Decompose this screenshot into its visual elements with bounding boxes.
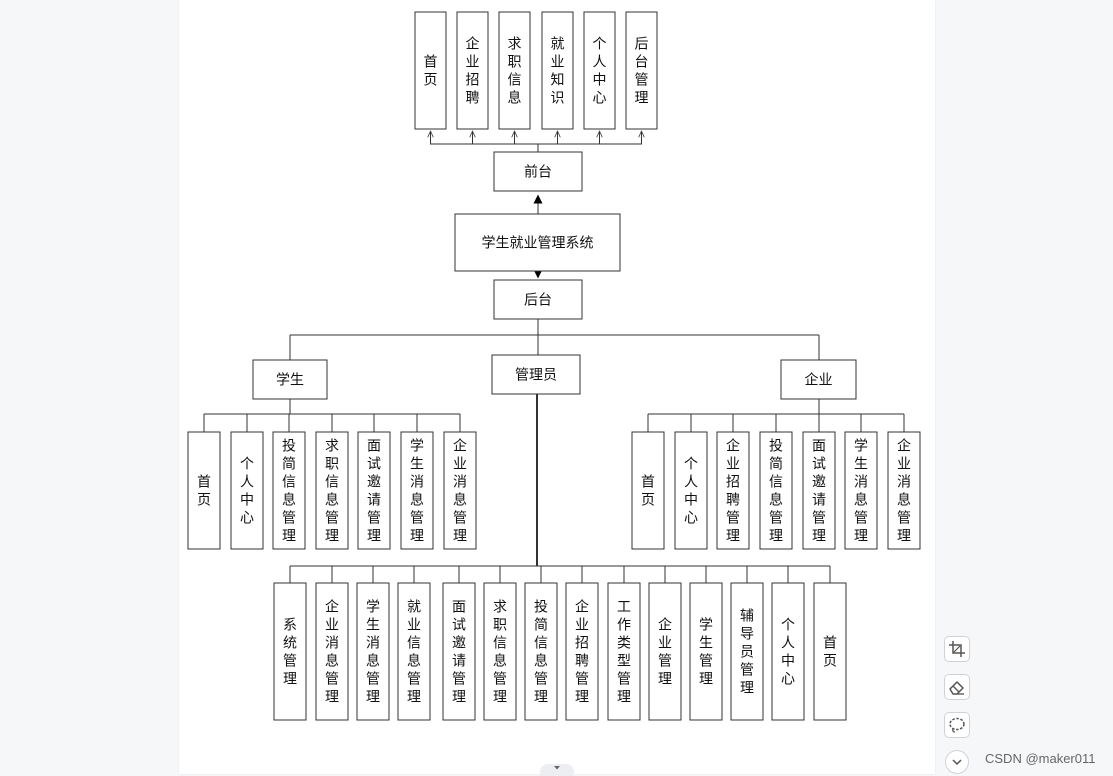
frontend-item: 后台管理 bbox=[625, 11, 658, 130]
crop-icon bbox=[949, 641, 965, 657]
frontend-node: 前台 bbox=[493, 151, 583, 192]
admin-function-item-label: 求职信息管理 bbox=[493, 600, 507, 706]
company-function-item: 投简信息管理 bbox=[759, 431, 793, 550]
frontend-item-label: 求职信息 bbox=[508, 37, 522, 107]
company-function-item-label: 首页 bbox=[641, 475, 655, 509]
admin-function-item-label: 企业招聘管理 bbox=[575, 599, 589, 706]
frontend-item: 求职信息 bbox=[498, 11, 531, 130]
caret-down-icon bbox=[554, 766, 560, 770]
company-function-item: 个人中心 bbox=[674, 431, 708, 550]
student-function-item: 企业消息管理 bbox=[443, 431, 477, 550]
frontend-item: 企业招聘 bbox=[456, 11, 489, 130]
student-function-item: 个人中心 bbox=[230, 431, 264, 550]
admin-function-item-label: 面试邀请管理 bbox=[452, 600, 466, 706]
frontend-item-label: 就业知识 bbox=[551, 37, 565, 107]
company-role-node: 企业 bbox=[780, 359, 857, 400]
frontend-item: 个人中心 bbox=[583, 11, 616, 130]
admin-function-item-label: 系统管理 bbox=[283, 618, 297, 688]
company-function-item-label: 个人中心 bbox=[684, 457, 698, 527]
student-function-item-label: 学生消息管理 bbox=[410, 439, 424, 545]
admin-function-item: 首页 bbox=[813, 582, 847, 721]
lasso-icon bbox=[949, 717, 965, 733]
admin-function-item-label: 学生消息管理 bbox=[366, 600, 380, 706]
crop-tool-button[interactable] bbox=[944, 636, 970, 662]
admin-function-item: 投简信息管理 bbox=[524, 582, 558, 721]
student-function-item: 求职信息管理 bbox=[315, 431, 349, 550]
admin-function-item: 求职信息管理 bbox=[483, 582, 517, 721]
admin-function-item: 个人中心 bbox=[771, 582, 805, 721]
company-function-item: 企业招聘管理 bbox=[716, 431, 750, 550]
connector-lines bbox=[203, 131, 905, 583]
admin-function-item: 辅导员管理 bbox=[730, 582, 764, 721]
watermark-text: CSDN @maker011 bbox=[985, 751, 1096, 766]
backend-node-label: 后台 bbox=[524, 293, 552, 309]
frontend-item-label: 首页 bbox=[424, 55, 438, 89]
admin-function-item-label: 个人中心 bbox=[781, 618, 795, 688]
frontend-item-label: 后台管理 bbox=[635, 37, 649, 107]
student-function-item: 面试邀请管理 bbox=[357, 431, 391, 550]
frontend-item-label: 企业招聘 bbox=[466, 36, 480, 107]
admin-function-item-label: 辅导员管理 bbox=[740, 609, 754, 697]
admin-function-item: 企业消息管理 bbox=[315, 582, 349, 721]
student-function-item: 投简信息管理 bbox=[272, 431, 306, 550]
admin-function-item-label: 首页 bbox=[823, 636, 837, 670]
company-function-item: 面试邀请管理 bbox=[802, 431, 836, 550]
student-function-item-label: 投简信息管理 bbox=[282, 439, 296, 545]
root-node-label: 学生就业管理系统 bbox=[482, 236, 594, 252]
admin-role-node-label: 管理员 bbox=[515, 368, 557, 384]
admin-function-item: 学生管理 bbox=[689, 582, 723, 721]
student-role-node-label: 学生 bbox=[276, 373, 304, 389]
admin-function-item-label: 工作类型管理 bbox=[617, 600, 631, 706]
student-function-item-label: 求职信息管理 bbox=[325, 439, 339, 545]
scroll-down-button[interactable] bbox=[945, 750, 969, 774]
diagram-nodes: 学生就业管理系统前台后台首页企业招聘求职信息就业知识个人中心后台管理学生管理员企… bbox=[187, 11, 921, 721]
admin-function-item-label: 就业信息管理 bbox=[407, 600, 421, 706]
student-function-item-label: 个人中心 bbox=[240, 457, 254, 527]
admin-function-item: 系统管理 bbox=[273, 582, 307, 721]
admin-function-item: 企业管理 bbox=[648, 582, 682, 721]
frontend-item: 就业知识 bbox=[541, 11, 574, 130]
backend-node: 后台 bbox=[493, 279, 583, 320]
admin-function-item-label: 投简信息管理 bbox=[534, 600, 548, 706]
eraser-tool-button[interactable] bbox=[944, 674, 970, 700]
frontend-node-label: 前台 bbox=[524, 164, 552, 181]
company-function-item-label: 投简信息管理 bbox=[769, 439, 783, 545]
student-function-item-label: 首页 bbox=[197, 475, 211, 509]
company-function-item: 企业消息管理 bbox=[887, 431, 921, 550]
admin-function-item-label: 学生管理 bbox=[699, 618, 713, 688]
company-function-item-label: 面试邀请管理 bbox=[812, 439, 826, 545]
company-function-item-label: 企业消息管理 bbox=[897, 438, 911, 545]
company-role-node-label: 企业 bbox=[805, 372, 833, 389]
admin-function-item: 企业招聘管理 bbox=[565, 582, 599, 721]
student-function-item-label: 面试邀请管理 bbox=[367, 439, 381, 545]
page-expand-tab[interactable] bbox=[540, 764, 574, 776]
admin-function-item: 就业信息管理 bbox=[397, 582, 431, 721]
admin-role-node: 管理员 bbox=[491, 354, 581, 395]
student-function-item: 学生消息管理 bbox=[400, 431, 434, 550]
root-node: 学生就业管理系统 bbox=[454, 213, 621, 272]
admin-function-item: 学生消息管理 bbox=[356, 582, 390, 721]
frontend-item-label: 个人中心 bbox=[593, 37, 607, 107]
student-role-node: 学生 bbox=[252, 359, 328, 400]
frontend-item: 首页 bbox=[414, 11, 447, 130]
student-function-item-label: 企业消息管理 bbox=[453, 438, 467, 545]
admin-function-item-label: 企业管理 bbox=[658, 617, 672, 688]
admin-function-item-label: 企业消息管理 bbox=[325, 599, 339, 706]
chevron-down-icon bbox=[952, 759, 962, 766]
company-function-item: 首页 bbox=[631, 431, 665, 550]
student-function-item: 首页 bbox=[187, 431, 221, 550]
admin-function-item: 面试邀请管理 bbox=[442, 582, 476, 721]
admin-function-item: 工作类型管理 bbox=[607, 582, 641, 721]
company-function-item: 学生消息管理 bbox=[844, 431, 878, 550]
lasso-tool-button[interactable] bbox=[944, 712, 970, 738]
eraser-icon bbox=[949, 681, 964, 695]
company-function-item-label: 企业招聘管理 bbox=[726, 438, 740, 545]
company-function-item-label: 学生消息管理 bbox=[854, 439, 868, 545]
